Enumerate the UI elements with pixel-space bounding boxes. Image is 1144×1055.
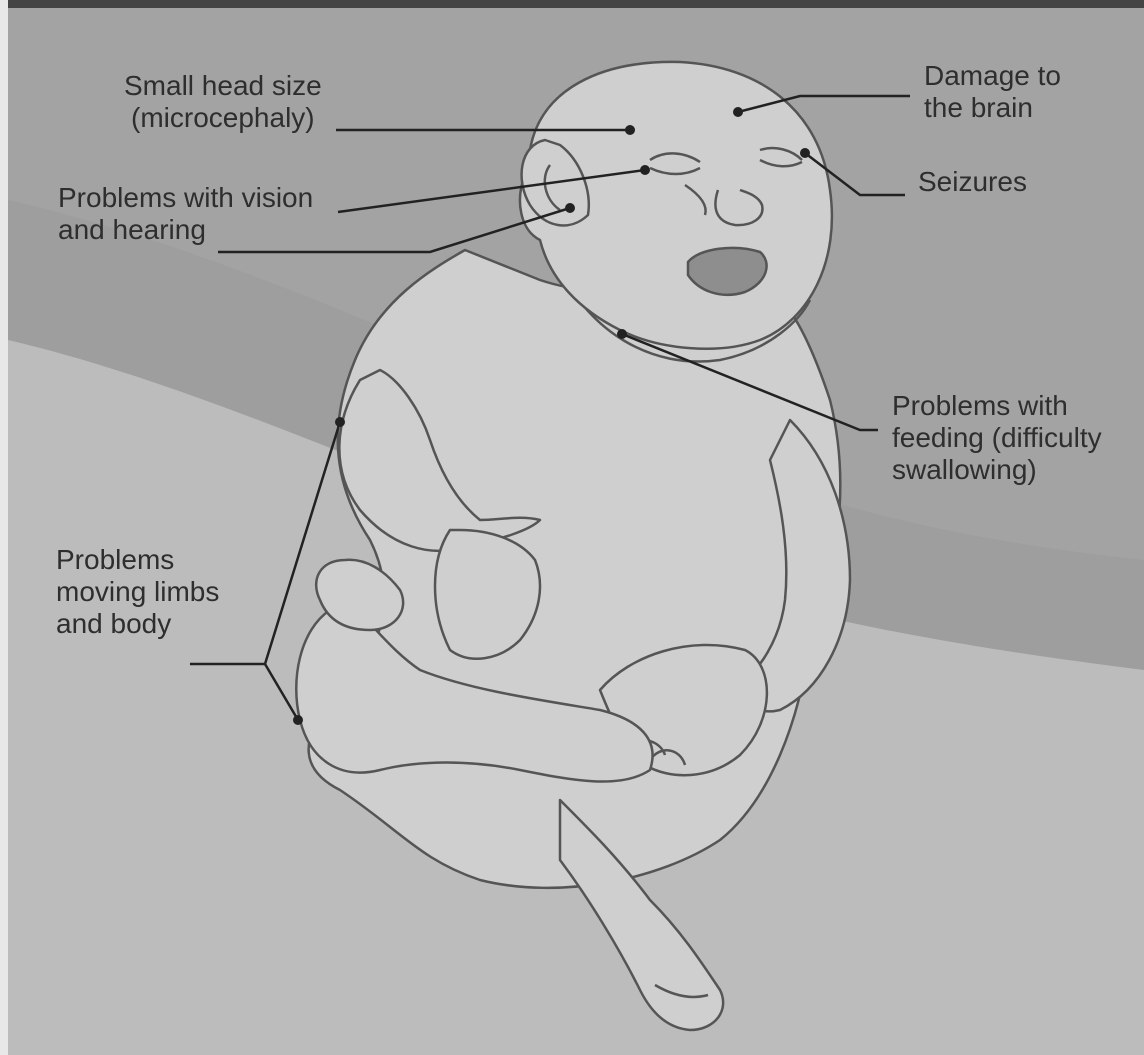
dot-brain xyxy=(733,107,743,117)
label-head-size-line2: (microcephaly) xyxy=(124,102,322,134)
dot-leg xyxy=(293,715,303,725)
dot-throat xyxy=(617,329,627,339)
label-feeding: Problems with feeding (difficulty swallo… xyxy=(892,390,1102,486)
label-vision-line2: and hearing xyxy=(58,214,313,246)
label-feeding-line1: Problems with xyxy=(892,390,1102,422)
label-feeding-line3: swallowing) xyxy=(892,454,1102,486)
label-feeding-line2: feeding (difficulty xyxy=(892,422,1102,454)
label-limbs-line2: moving limbs xyxy=(56,576,219,608)
dot-head xyxy=(625,125,635,135)
label-brain-line2: the brain xyxy=(924,92,1061,124)
left-border xyxy=(0,0,8,1055)
label-vision-hearing: Problems with vision and hearing xyxy=(58,182,313,246)
dot-ear xyxy=(565,203,575,213)
label-brain: Damage to the brain xyxy=(924,60,1061,124)
dot-seizures xyxy=(800,148,810,158)
label-limbs: Problems moving limbs and body xyxy=(56,544,219,640)
label-seizures-line1: Seizures xyxy=(918,166,1027,198)
label-head-size-line1: Small head size xyxy=(124,70,322,102)
label-limbs-line3: and body xyxy=(56,608,219,640)
label-seizures: Seizures xyxy=(918,166,1027,198)
top-border xyxy=(0,0,1144,8)
label-vision-line1: Problems with vision xyxy=(58,182,313,214)
mouth xyxy=(688,248,767,295)
label-brain-line1: Damage to xyxy=(924,60,1061,92)
dot-arm xyxy=(335,417,345,427)
label-head-size: Small head size (microcephaly) xyxy=(124,70,322,134)
dot-eye xyxy=(640,165,650,175)
label-limbs-line1: Problems xyxy=(56,544,219,576)
